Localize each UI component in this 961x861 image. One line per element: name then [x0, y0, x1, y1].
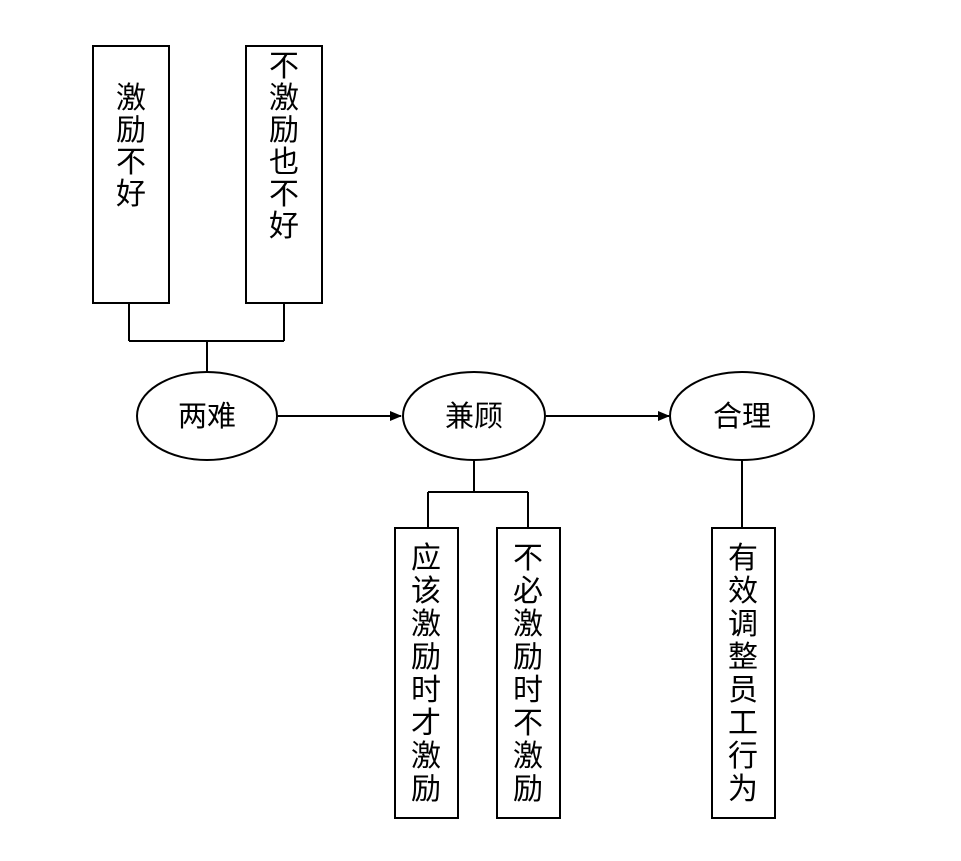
box-motivation-bad-label: 激励不好 — [116, 81, 146, 212]
box-adjust-behavior-label: 有效调整员工行为 — [728, 541, 758, 807]
box-no-motivate-when-unneeded-label: 不必激励时不激励 — [513, 541, 543, 807]
box-motivate-when-needed-label: 应该激励时才激励 — [411, 541, 441, 807]
node-dilemma-label: 两难 — [178, 399, 236, 433]
box-motivation-bad — [92, 45, 170, 304]
node-rational — [669, 371, 815, 461]
node-balance-label: 兼顾 — [445, 399, 503, 433]
box-no-motivation-bad — [245, 45, 323, 304]
box-adjust-behavior — [711, 527, 776, 819]
node-dilemma — [136, 371, 278, 461]
bottom-bracket-connector — [427, 460, 529, 528]
node-balance — [402, 371, 546, 461]
node-rational-label: 合理 — [713, 399, 771, 433]
top-bracket-connector — [128, 303, 285, 372]
box-no-motivate-when-unneeded — [496, 527, 561, 819]
box-motivate-when-needed — [394, 527, 459, 819]
box-no-motivation-bad-label: 不激励也不好 — [269, 49, 299, 244]
